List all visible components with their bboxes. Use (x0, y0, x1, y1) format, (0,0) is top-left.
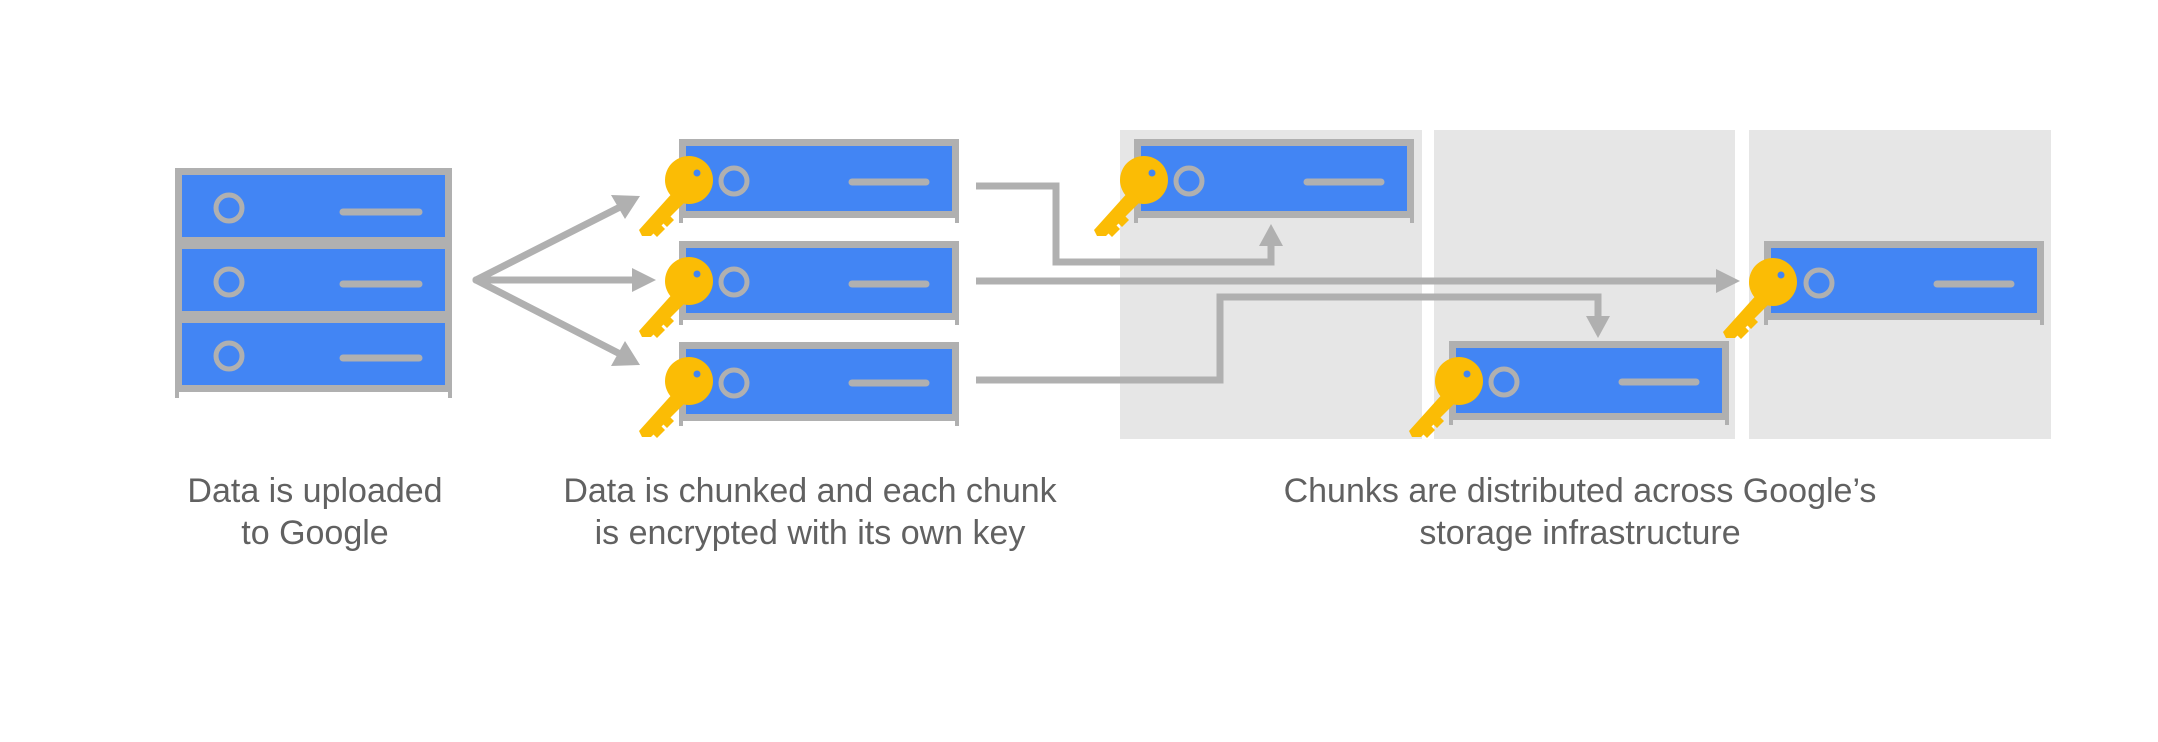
server-indicator-icon (1488, 366, 1520, 398)
caption-data-uploaded: Data is uploaded to Google (150, 470, 480, 554)
server-indicator-icon (1173, 165, 1205, 197)
uploaded-data-server-stack (175, 168, 452, 398)
server-indicator-icon (213, 340, 245, 372)
caption-line: is encrypted with its own key (594, 514, 1026, 552)
stored-chunk-zone-3 (1723, 241, 2044, 339)
server-indicator-icon (1803, 267, 1835, 299)
route-chunk-3 (976, 293, 1602, 384)
stored-chunk-zone-1 (1094, 139, 1414, 237)
key-icon (639, 156, 713, 237)
server-indicator-icon (213, 266, 245, 298)
encrypted-chunk-2 (639, 241, 959, 338)
encrypted-chunk-3 (639, 342, 959, 438)
stored-chunk-zone-2 (1409, 341, 1729, 438)
key-icon (639, 357, 713, 438)
caption-chunks-distributed: Chunks are distributed across Google’s s… (1220, 470, 1940, 554)
split-arrows (472, 195, 656, 366)
distribution-arrows (976, 182, 1740, 384)
route-chunk-1 (976, 182, 1275, 266)
caption-line: storage infrastructure (1419, 514, 1741, 552)
caption-data-chunked: Data is chunked and each chunk is encryp… (520, 470, 1100, 554)
server-indicator-icon (718, 367, 750, 399)
key-icon (639, 257, 713, 338)
server-indicator-icon (718, 266, 750, 298)
caption-line: Data is chunked and each chunk (563, 472, 1057, 510)
caption-line: Data is uploaded (187, 472, 443, 510)
encrypted-chunk-1 (639, 139, 959, 237)
caption-line: to Google (241, 514, 389, 552)
server-indicator-icon (213, 192, 245, 224)
caption-line: Chunks are distributed across Google’s (1283, 472, 1877, 510)
server-indicator-icon (718, 165, 750, 197)
